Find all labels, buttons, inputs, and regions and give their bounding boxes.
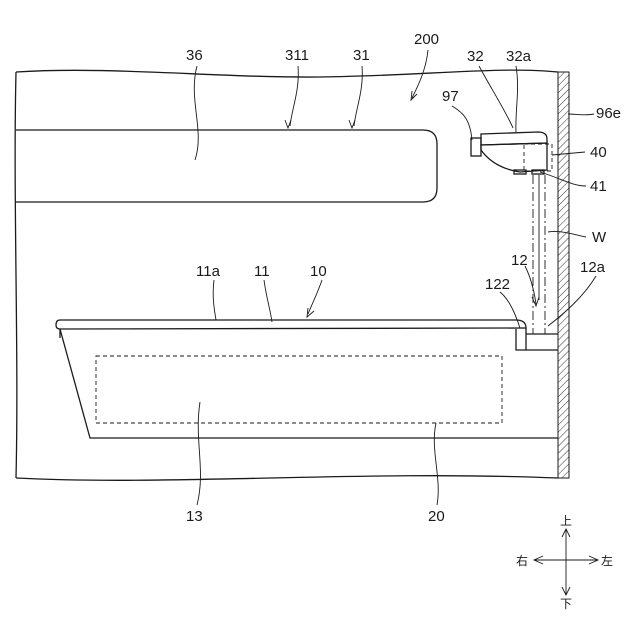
unit-32: [471, 132, 552, 174]
label-12: 12: [511, 252, 528, 269]
dashed-region-20: [96, 356, 502, 423]
label-31: 31: [353, 47, 370, 64]
rail-36: [16, 130, 437, 202]
label-32: 32: [467, 48, 484, 65]
label-97: 97: [442, 88, 459, 105]
label-41: 41: [590, 178, 607, 195]
label-20: 20: [428, 508, 445, 525]
housing-outline: [15, 70, 558, 480]
reference-labels: 36 311 31 200 32 32a 97 96e 40 41 W 12 1…: [186, 31, 621, 525]
label-12a: 12a: [580, 259, 606, 276]
label-32a: 32a: [506, 48, 532, 65]
label-13: 13: [186, 508, 203, 525]
label-10: 10: [310, 263, 327, 280]
label-40: 40: [590, 144, 607, 161]
label-200: 200: [414, 31, 439, 48]
direction-indicator: 上 下 右 左: [516, 514, 613, 611]
direction-left: 左: [601, 553, 613, 568]
label-122: 122: [485, 276, 510, 293]
label-11a: 11a: [196, 263, 221, 280]
direction-up: 上: [560, 514, 572, 528]
label-W: W: [592, 229, 607, 246]
label-11: 11: [254, 263, 270, 280]
side-wall-96e: [558, 72, 569, 478]
water-path-W: [533, 175, 545, 334]
label-96e: 96e: [596, 105, 621, 122]
tray-10: [56, 320, 558, 438]
direction-right: 右: [516, 553, 528, 568]
label-36: 36: [186, 47, 203, 64]
label-311: 311: [285, 47, 309, 64]
direction-down: 下: [560, 597, 572, 611]
